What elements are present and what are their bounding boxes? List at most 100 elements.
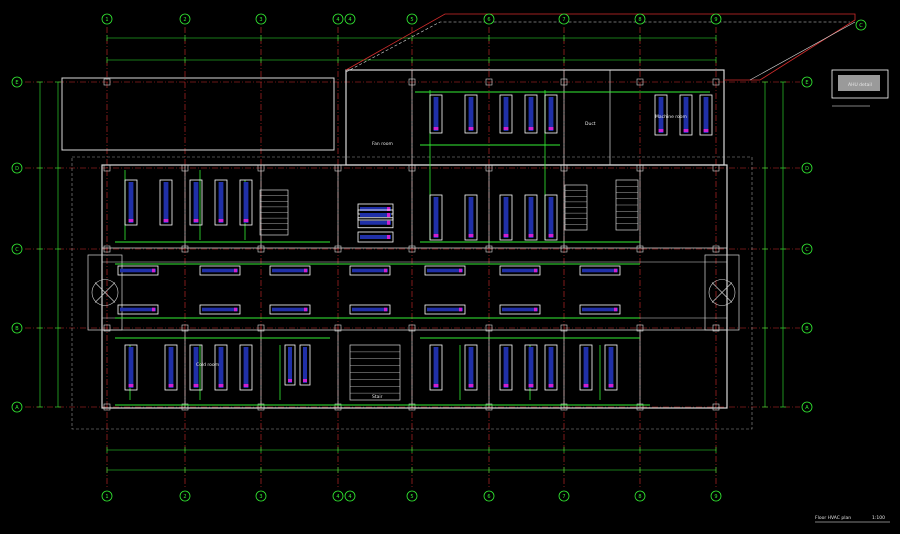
structural-column <box>636 245 644 253</box>
axis-bubble-top <box>179 13 191 25</box>
fan-coil-core <box>503 347 509 388</box>
equipment-units <box>117 94 713 391</box>
fan-coil-core <box>202 268 238 273</box>
fan-coil-unit <box>164 344 178 391</box>
fan-coil-unit <box>499 344 513 391</box>
structural-column <box>560 164 568 172</box>
north-west-annex <box>61 77 335 151</box>
roof-outline <box>345 21 850 73</box>
axis-bubble-right <box>801 162 813 174</box>
fan-coil-coil <box>168 384 174 387</box>
structural-column <box>408 245 416 253</box>
fan-coil-core <box>582 268 618 273</box>
structural-column <box>257 403 265 411</box>
fan-coil-unit <box>499 94 513 134</box>
fan-coil-coil <box>548 127 554 130</box>
axis-bubble-right <box>801 322 813 334</box>
fan-coil-unit <box>464 194 478 241</box>
legend-box: AHU detail <box>831 69 889 107</box>
structural-column <box>636 324 644 332</box>
axis-bubble-right-label: E <box>805 80 808 86</box>
fan-coil-coil <box>387 235 390 239</box>
fan-coil-coil <box>468 234 474 237</box>
fan-coil-core <box>120 307 156 312</box>
fan-coil-core <box>468 97 474 131</box>
fan-coil-coil <box>128 384 134 387</box>
fan-coil-coil <box>288 379 292 382</box>
structural-column <box>636 78 644 86</box>
structural-column <box>485 78 493 86</box>
axis-bubble-bottom-label: 8 <box>638 494 641 500</box>
structural-column <box>408 78 416 86</box>
fan-icon <box>91 279 119 306</box>
fan-coil-coil <box>218 384 224 387</box>
structural-column <box>712 324 720 332</box>
fan-coil-unit <box>117 265 159 276</box>
axis-bubble-right-label: C <box>805 247 809 253</box>
fan-coil-core <box>243 347 249 388</box>
axis-bubble-bottom <box>406 490 418 502</box>
structural-column <box>334 164 342 172</box>
axis-bubble-top-label: 8 <box>638 17 641 23</box>
structural-column <box>334 245 342 253</box>
axis-bubble-top <box>332 13 344 25</box>
fan-coil-coil <box>503 127 509 130</box>
axis-bubble-bottom-label: 5 <box>410 494 413 500</box>
axis-bubble-bottom-label: 4 <box>336 494 339 500</box>
north-wing-wall <box>345 69 725 166</box>
fan-coil-core <box>528 347 534 388</box>
fan-coil-coil <box>152 268 155 273</box>
structural-column <box>712 245 720 253</box>
fan-coil-unit <box>524 94 538 134</box>
fan-coil-unit <box>499 194 513 241</box>
fan-coil-core <box>120 268 156 273</box>
fan-coil-unit <box>269 304 311 315</box>
fan-coil-coil <box>459 268 462 273</box>
axis-bubble-bottom-label: 2 <box>183 494 186 500</box>
fan-coil-core <box>502 268 538 273</box>
axis-bubble-extra <box>855 19 867 31</box>
fan-coil-unit <box>299 344 311 386</box>
fan-coil-coil <box>459 307 462 312</box>
structural-column <box>485 245 493 253</box>
axis-bubble-bottom-label: 3 <box>259 494 262 500</box>
legend-note: AHU detail <box>848 82 872 88</box>
roof-outline <box>345 13 856 81</box>
axis-bubble-sub <box>344 490 356 502</box>
building-walls <box>61 13 856 430</box>
fan-icon <box>94 282 116 303</box>
fan-coil-core <box>168 347 174 388</box>
axis-bubble-left <box>11 76 23 88</box>
fan-coil-unit <box>524 194 538 241</box>
fan-coil-core <box>360 213 391 217</box>
fan-coil-unit <box>357 209 394 221</box>
fan-coil-unit <box>349 304 391 315</box>
axis-bubble-bottom <box>255 490 267 502</box>
axis-bubble-top-label: 4 <box>336 17 339 23</box>
fan-coil-unit <box>124 344 138 391</box>
axis-bubble-top <box>710 13 722 25</box>
fan-coil-core <box>433 97 439 131</box>
axis-bubble-bottom <box>483 490 495 502</box>
fan-coil-coil <box>528 234 534 237</box>
fan-coil-core <box>272 268 308 273</box>
fan-icon <box>708 279 736 306</box>
fan-coil-core <box>352 268 388 273</box>
fan-coil-coil <box>234 307 237 312</box>
room-label: Stair <box>372 394 383 400</box>
fan-coil-unit <box>349 265 391 276</box>
fan-coil-core <box>548 347 554 388</box>
axis-bubble-bottom <box>179 490 191 502</box>
fan-coil-unit <box>269 265 311 276</box>
structural-column <box>257 164 265 172</box>
axis-bubble-left <box>11 322 23 334</box>
axis-bubble-sub-label: 4 <box>348 17 351 23</box>
fan-coil-unit <box>699 94 713 136</box>
fan-coil-coil <box>304 307 307 312</box>
room-label: Duct <box>585 121 596 127</box>
fan-coil-unit <box>199 304 241 315</box>
fan-coil-coil <box>387 207 390 211</box>
fan-coil-unit <box>654 94 668 136</box>
